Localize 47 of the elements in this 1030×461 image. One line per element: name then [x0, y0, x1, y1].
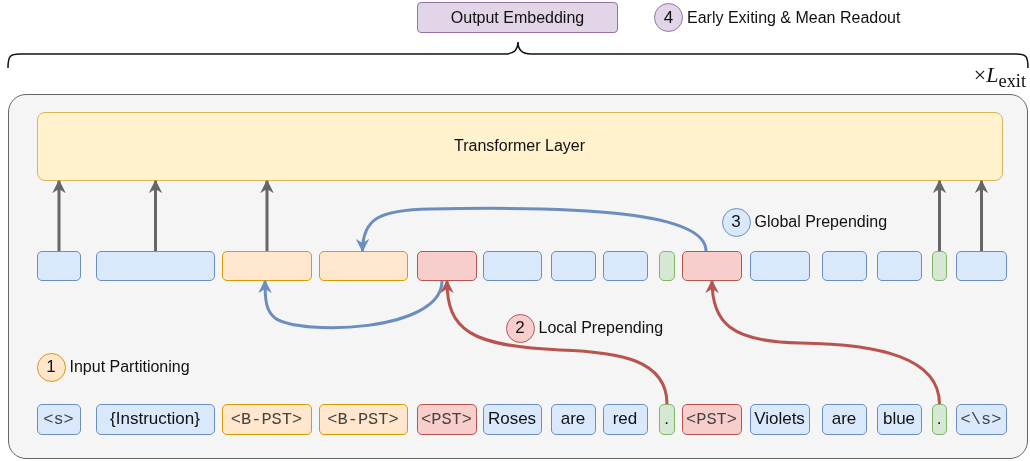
token-box: are [550, 403, 596, 435]
token-box: <B-PST> [221, 403, 312, 435]
token-box: red [602, 403, 648, 435]
embedding-block [221, 250, 312, 281]
token-box: . [931, 403, 947, 435]
step-label: Local Prepending [538, 319, 664, 337]
token-box: <PST> [681, 403, 742, 435]
embedding-block [876, 250, 922, 281]
step-label: Global Prepending [754, 213, 888, 231]
repeat-count-label: ×L$_{exit}$ [973, 62, 1026, 93]
embedding-block [550, 250, 596, 281]
embedding-block [931, 250, 947, 281]
arrow [705, 279, 941, 405]
token-box: <B-PST> [318, 403, 408, 435]
embedding-block [658, 250, 675, 281]
arrow [260, 179, 274, 251]
embedding-block [318, 250, 408, 281]
container-panel [8, 94, 1028, 459]
arrow [148, 179, 163, 251]
output-embedding-box: Output Embedding [417, 2, 618, 33]
token-box: <PST> [416, 403, 477, 435]
step-label: Input Partitioning [69, 358, 190, 376]
token-box: are [821, 403, 867, 435]
arrow [974, 179, 989, 251]
token-box: Roses [482, 403, 542, 435]
token-box: {Instruction} [95, 403, 215, 435]
arrow [258, 279, 444, 330]
embedding-block [602, 250, 648, 281]
arrow [440, 279, 669, 405]
arrow [356, 206, 708, 253]
arrow [932, 179, 947, 251]
embedding-block [681, 250, 742, 281]
embedding-block [416, 250, 477, 281]
embedding-block [482, 250, 542, 281]
embedding-block [95, 250, 215, 281]
transformer-layer-box: Transformer Layer [36, 111, 1003, 181]
step-label: Early Exiting & Mean Readout [687, 8, 901, 27]
arrow [52, 179, 66, 251]
token-box: <\s> [955, 403, 1007, 435]
token-box: . [658, 403, 675, 435]
token-box: Violets [749, 403, 810, 435]
embedding-block [749, 250, 810, 281]
embedding-block [955, 250, 1007, 281]
token-box: <s> [36, 403, 81, 435]
token-box: blue [876, 403, 922, 435]
embedding-block [821, 250, 867, 281]
embedding-block [36, 250, 81, 281]
